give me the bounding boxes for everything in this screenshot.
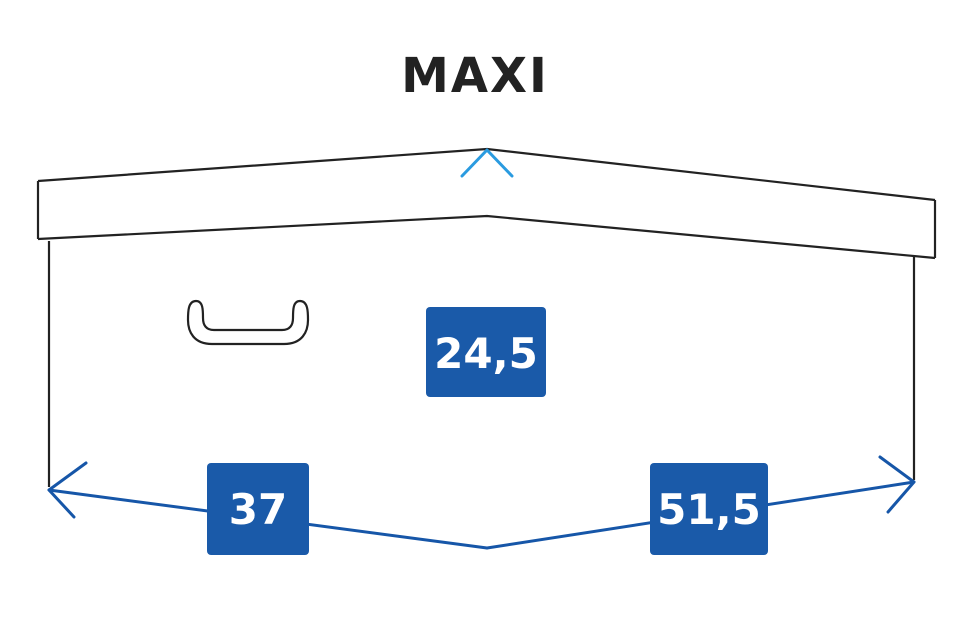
- width-arrowhead: [47, 461, 88, 519]
- diagram-title: MAXI: [401, 48, 549, 104]
- height-arrowhead: [460, 148, 514, 178]
- height-label: 24,5: [434, 329, 538, 378]
- handle-icon: [186, 299, 310, 346]
- width-label: 37: [229, 485, 287, 534]
- height-badge: 24,5: [426, 307, 546, 397]
- length-label: 51,5: [657, 485, 761, 534]
- width-badge: 37: [207, 463, 309, 555]
- length-arrowhead: [878, 455, 916, 514]
- length-badge: 51,5: [650, 463, 768, 555]
